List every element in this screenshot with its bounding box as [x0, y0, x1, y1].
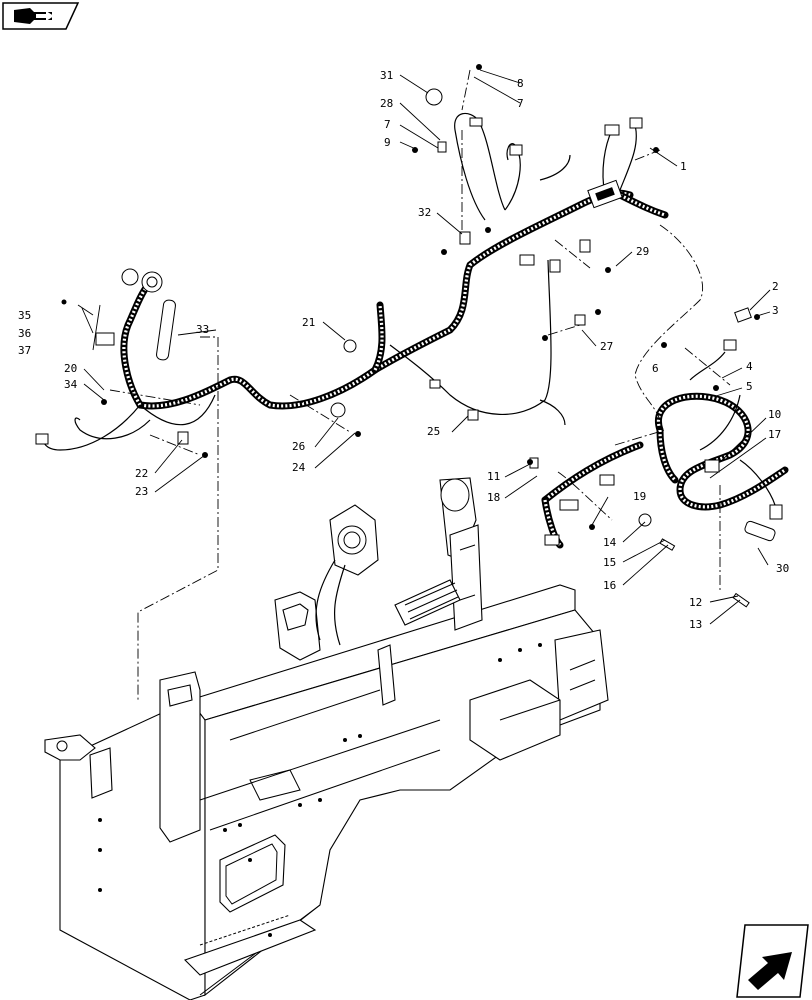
callout-25: 25	[427, 425, 440, 438]
callout-11: 11	[487, 470, 500, 483]
callout-14: 14	[603, 536, 617, 549]
callout-26: 26	[292, 440, 305, 453]
mid-harness	[541, 441, 644, 549]
callout-labels: 31 8 7 28 7 9 1 32 29 2 3 35 36 37 33 21…	[18, 69, 789, 631]
callout-29: 29	[636, 245, 649, 258]
callout-7: 7	[384, 118, 391, 131]
callout-34: 34	[64, 378, 78, 391]
alignment-lines	[109, 69, 731, 700]
callout-16: 16	[603, 579, 616, 592]
right-harness	[654, 392, 789, 511]
callout-23: 23	[135, 485, 148, 498]
callout-36: 36	[18, 327, 31, 340]
callout-2: 2	[772, 280, 779, 293]
callout-17: 17	[768, 428, 781, 441]
callout-1: 1	[680, 160, 687, 173]
connectors	[35, 88, 783, 608]
callout-24: 24	[292, 461, 306, 474]
callout-20: 20	[64, 362, 77, 375]
callout-4: 4	[746, 360, 753, 373]
main-harness	[120, 189, 669, 410]
machine-chassis	[44, 477, 609, 1000]
callout-30: 30	[776, 562, 789, 575]
leader-lines	[77, 69, 771, 625]
callout-35: 35	[18, 309, 31, 322]
callout-10: 10	[768, 408, 781, 421]
callout-9: 9	[384, 136, 391, 149]
callout-5: 5	[746, 380, 753, 393]
callout-3: 3	[772, 304, 779, 317]
callout-27: 27	[600, 340, 613, 353]
callout-6: 6	[652, 362, 659, 375]
callout-28: 28	[380, 97, 393, 110]
callout-19: 19	[633, 490, 646, 503]
callout-37: 37	[18, 344, 31, 357]
callout-21: 21	[302, 316, 315, 329]
callout-13: 13	[689, 618, 702, 631]
thin-wires	[42, 112, 776, 506]
book-arrow-icon[interactable]	[2, 2, 80, 30]
callout-12: 12	[689, 596, 702, 609]
callout-33: 33	[196, 323, 209, 336]
callout-22: 22	[135, 467, 148, 480]
callout-31: 31	[380, 69, 393, 82]
callout-7-top: 7	[517, 97, 524, 110]
callout-8: 8	[517, 77, 524, 90]
callout-18: 18	[487, 491, 500, 504]
fasteners	[61, 64, 760, 530]
callout-15: 15	[603, 556, 616, 569]
next-page-arrow-icon[interactable]	[736, 924, 809, 998]
callout-32: 32	[418, 206, 431, 219]
